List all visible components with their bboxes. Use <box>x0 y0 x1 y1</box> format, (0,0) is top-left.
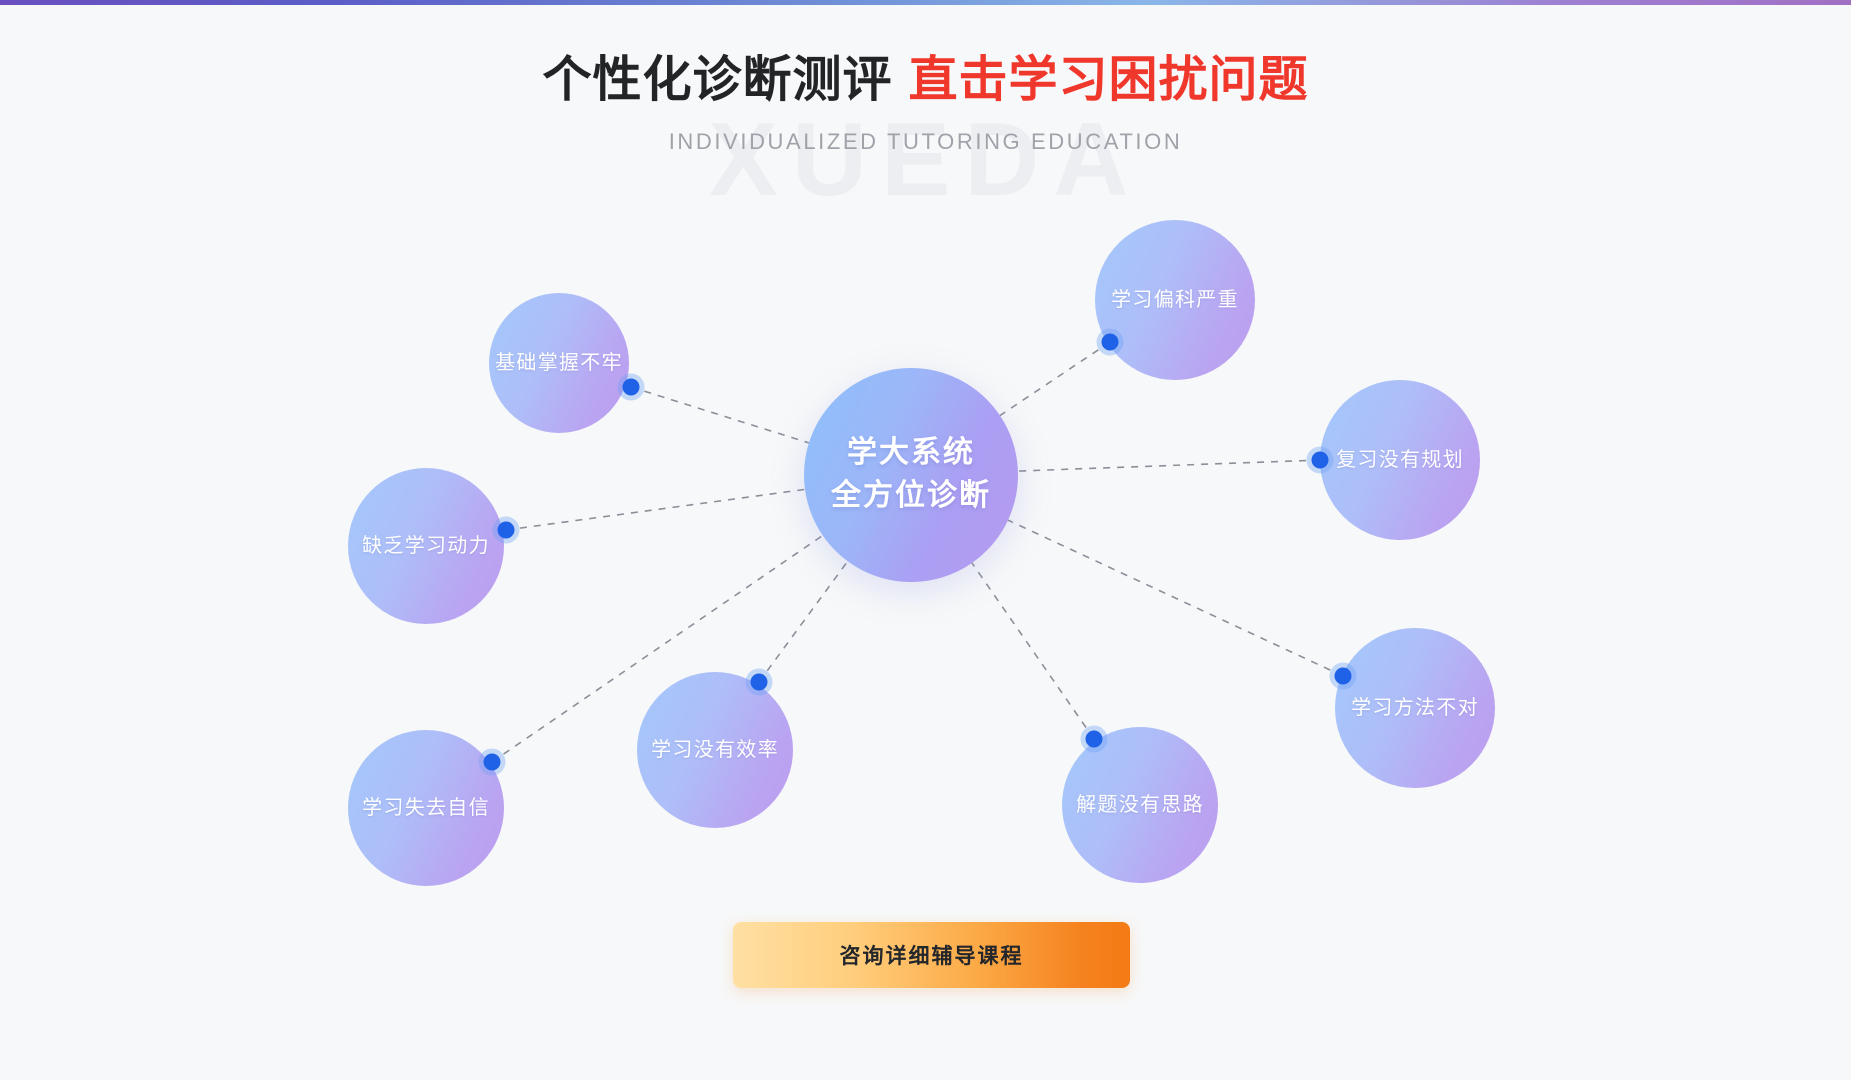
connector-dot <box>1101 333 1119 351</box>
center-node: 学大系统全方位诊断 <box>804 368 1018 582</box>
satellite-node-2: 学习偏科严重 <box>1095 220 1255 380</box>
connector-dot <box>622 378 640 396</box>
connector-line <box>491 534 824 763</box>
satellite-node-label: 学习没有效率 <box>651 738 779 761</box>
satellite-node-5: 学习失去自信 <box>348 730 504 886</box>
connector-dot <box>1334 667 1352 685</box>
connector-line <box>630 386 810 444</box>
page-title-highlight: 直击学习困扰问题 <box>908 53 1309 107</box>
brand-watermark: XUEDA <box>708 102 1143 218</box>
center-node-label: 学大系统全方位诊断 <box>831 432 991 517</box>
connector-dot <box>483 753 501 771</box>
page-title: 个性化诊断测评直击学习困扰问题 <box>0 52 1851 110</box>
consult-course-button[interactable]: 咨询详细辅导课程 <box>733 922 1130 988</box>
connector-line <box>1017 459 1321 472</box>
page-header: 个性化诊断测评直击学习困扰问题 INDIVIDUALIZED TUTORING … <box>0 52 1851 155</box>
center-node-label-line1: 学大系统 <box>847 436 975 470</box>
satellite-node-4: 复习没有规划 <box>1320 380 1480 540</box>
center-node-label-line2: 全方位诊断 <box>831 479 991 512</box>
satellite-node-label: 基础掌握不牢 <box>495 351 623 374</box>
top-accent-bar <box>0 0 1851 5</box>
page-title-primary: 个性化诊断测评 <box>542 53 893 107</box>
connector-dot <box>497 521 515 539</box>
connector-dot <box>1311 451 1329 469</box>
satellite-node-8: 解题没有思路 <box>1062 727 1218 883</box>
connector-dot <box>750 673 768 691</box>
connector-line <box>971 562 1095 740</box>
connector-dot <box>1085 730 1103 748</box>
connector-line <box>505 488 806 531</box>
connector-line <box>999 341 1111 417</box>
satellite-node-6: 学习方法不对 <box>1335 628 1495 788</box>
satellite-node-label: 学习方法不对 <box>1351 696 1479 719</box>
connector-line <box>1007 519 1344 677</box>
satellite-node-7: 学习没有效率 <box>637 672 793 828</box>
satellite-node-label: 学习失去自信 <box>362 796 490 819</box>
connector-line <box>758 560 849 683</box>
satellite-node-1: 基础掌握不牢 <box>489 293 629 433</box>
satellite-node-3: 缺乏学习动力 <box>348 468 504 624</box>
satellite-node-label: 缺乏学习动力 <box>362 534 490 557</box>
satellite-node-label: 解题没有思路 <box>1076 793 1204 816</box>
satellite-node-label: 学习偏科严重 <box>1111 288 1239 311</box>
page-subtitle: INDIVIDUALIZED TUTORING EDUCATION <box>668 128 1183 154</box>
satellite-node-label: 复习没有规划 <box>1336 448 1464 471</box>
